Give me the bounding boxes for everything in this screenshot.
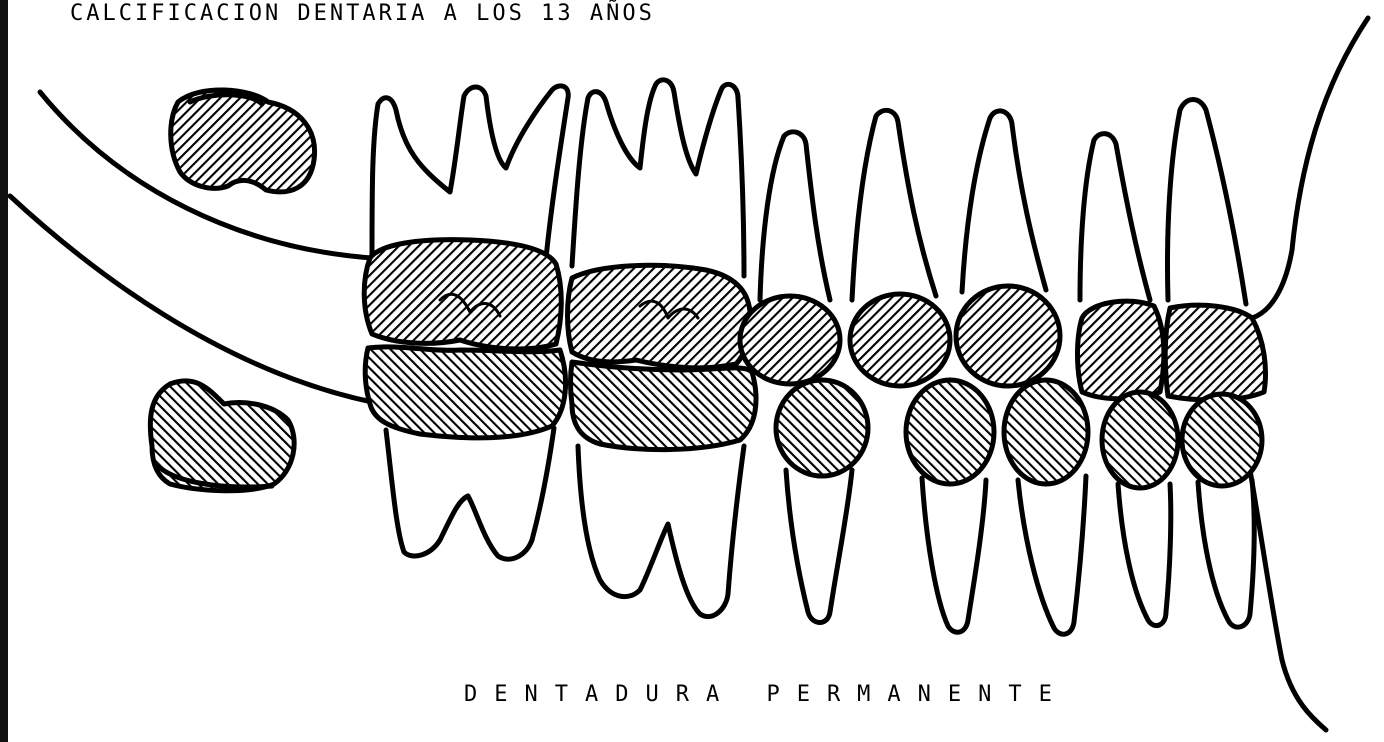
lower-jaw-curve	[10, 196, 372, 402]
lower-third-molar-germ	[150, 381, 294, 491]
upper-first-premolar	[852, 110, 936, 300]
upper-central-incisor	[1168, 100, 1247, 305]
upper-first-molar	[372, 86, 568, 258]
lower-second-molar-roots	[578, 446, 744, 617]
lower-canine-root	[1018, 476, 1086, 634]
upper-second-premolar	[760, 132, 830, 300]
upper-lateral-incisor	[1080, 134, 1150, 300]
lower-second-premolar-crown	[776, 380, 868, 476]
upper-second-molar	[572, 80, 744, 276]
upper-first-premolar-crown	[850, 294, 950, 386]
upper-lateral-incisor-crown	[1078, 301, 1164, 399]
lower-lateral-incisor-root	[1118, 484, 1171, 626]
lower-canine-crown	[1004, 380, 1088, 484]
lower-first-premolar-crown	[906, 380, 994, 484]
upper-second-molar-crown	[568, 265, 751, 368]
lower-central-incisor-crown	[1182, 394, 1262, 486]
lower-lateral-incisor-crown	[1102, 392, 1178, 488]
diagram-caption: DENTADURA PERMANENTE	[464, 682, 1069, 707]
upper-central-incisor-crown	[1165, 305, 1265, 400]
upper-third-molar-germ	[171, 90, 315, 192]
lower-first-premolar-root	[922, 478, 986, 632]
upper-canine	[962, 111, 1046, 292]
lower-second-premolar-root	[786, 470, 852, 623]
upper-canine-crown	[956, 286, 1060, 386]
upper-first-molar-crown	[364, 240, 561, 349]
lower-central-incisor-root	[1198, 480, 1254, 627]
right-jaw-curve-lower	[1250, 470, 1326, 730]
lower-second-molar-crown	[571, 362, 757, 450]
lower-first-molar-crown	[365, 347, 565, 438]
upper-second-premolar-crown	[740, 296, 840, 384]
right-jaw-curve-upper	[1252, 18, 1368, 318]
lower-first-molar-roots	[386, 428, 554, 559]
